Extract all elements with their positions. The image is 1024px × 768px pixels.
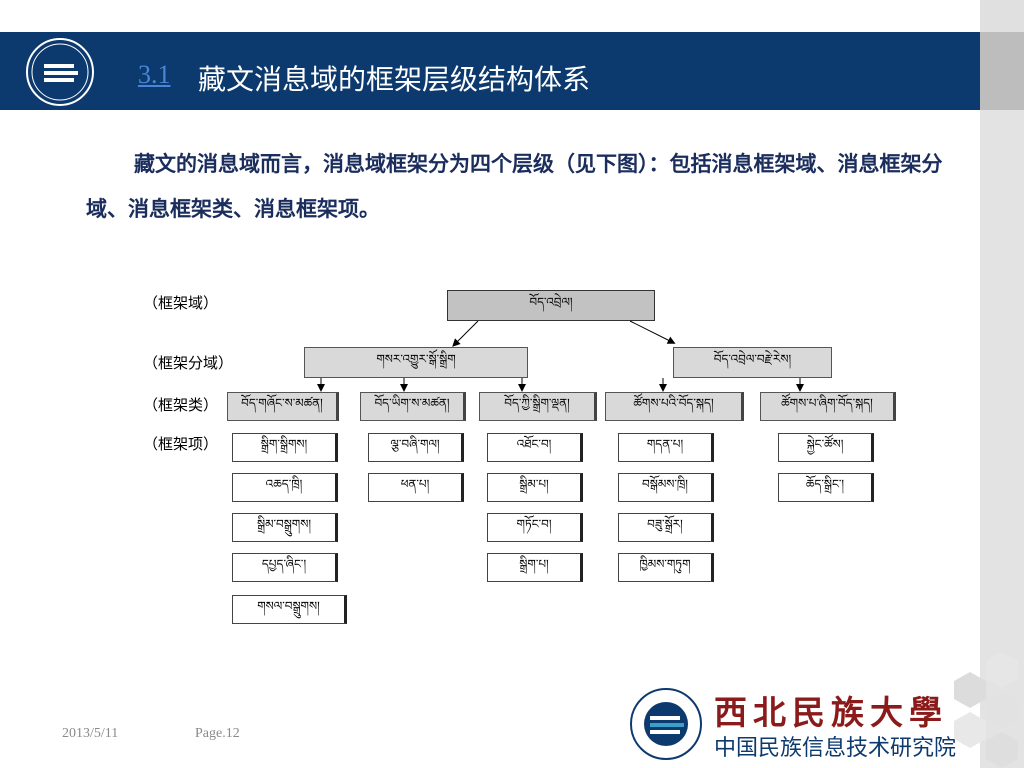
footer-date: 2013/5/11 <box>62 726 119 741</box>
node-item: འཐོང་བ། <box>487 433 583 462</box>
node-item: དཔྱད་ཞིང་། <box>232 553 338 582</box>
intro-paragraph: 藏文的消息域而言，消息域框架分为四个层级（见下图）：包括消息框架域、消息框架分域… <box>86 152 943 221</box>
node-item: སྒྲིམ་པ། <box>487 473 583 502</box>
slide-title: 藏文消息域的框架层级结构体系 <box>198 63 591 96</box>
node-item: གདན་པ། <box>618 433 714 462</box>
node-item: ལྕ་བཞི་གལ། <box>368 433 464 462</box>
node-item: སྒྲིག་པ། <box>487 553 583 582</box>
level-label-item: （框架项） <box>143 435 219 453</box>
institute-name: 中国民族信息技术研究院 <box>714 736 957 761</box>
node-item: ཁྱིམས་གཏུག <box>618 553 714 582</box>
node-item: སྐྱེང་ཚོས། <box>778 433 874 462</box>
node-item: ཆོད་སྒྲིང་། <box>778 473 874 502</box>
node-category-2: བོད་ཡིག་ས་མཚན། <box>360 392 466 421</box>
node-item: གསལ་བསྒྲུགས། <box>232 595 347 624</box>
university-seal-icon <box>26 38 94 106</box>
node-item: བསྒོམས་ཁྲི། <box>618 473 714 502</box>
level-label-subdomain: （框架分域） <box>143 354 234 372</box>
node-category-3: བོད་ཀྱི་སྒྲིག་ལྡན། <box>479 392 597 421</box>
node-root: བོད་འབྲེལ། <box>447 290 655 321</box>
node-category-1: བོད་གཞོང་ས་མཚན། <box>227 392 339 421</box>
level-label-domain: （框架域） <box>143 294 219 312</box>
node-category-4: ཚོགས་པའི་བོད་སྐད། <box>605 392 744 421</box>
right-bar-accent <box>980 32 1024 110</box>
node-item: སྒྲིམ་བསྒྲུགས། <box>232 513 338 542</box>
node-subdomain-2: བོད་འབྲེལ་བརྗེ་རེས། <box>673 347 832 378</box>
footer-page-number: Page.12 <box>195 726 240 741</box>
node-subdomain-1: གསར་འགྱུར་སྒོ་སྒྲིག <box>304 347 528 378</box>
section-number-link[interactable]: 3.1 <box>138 60 171 89</box>
level-label-category: （框架类） <box>143 396 219 414</box>
node-item: ཕན་པ། <box>368 473 464 502</box>
node-category-5: ཚོགས་པ་ཞིག་བོད་སྐད། <box>760 392 896 421</box>
node-item: གཏོང་བ། <box>487 513 583 542</box>
right-bar-top <box>980 0 1024 32</box>
hexagon-decoration-icon <box>954 652 1018 768</box>
university-name: 西北民族大學 <box>714 693 948 732</box>
header-banner <box>0 32 980 110</box>
university-emblem-icon <box>630 688 702 760</box>
node-item: སྒྲིག་སྒྲིགས། <box>232 433 338 462</box>
node-item: བཟུ་སྒྲོར། <box>618 513 714 542</box>
node-item: འཆད་ཁྲི། <box>232 473 338 502</box>
